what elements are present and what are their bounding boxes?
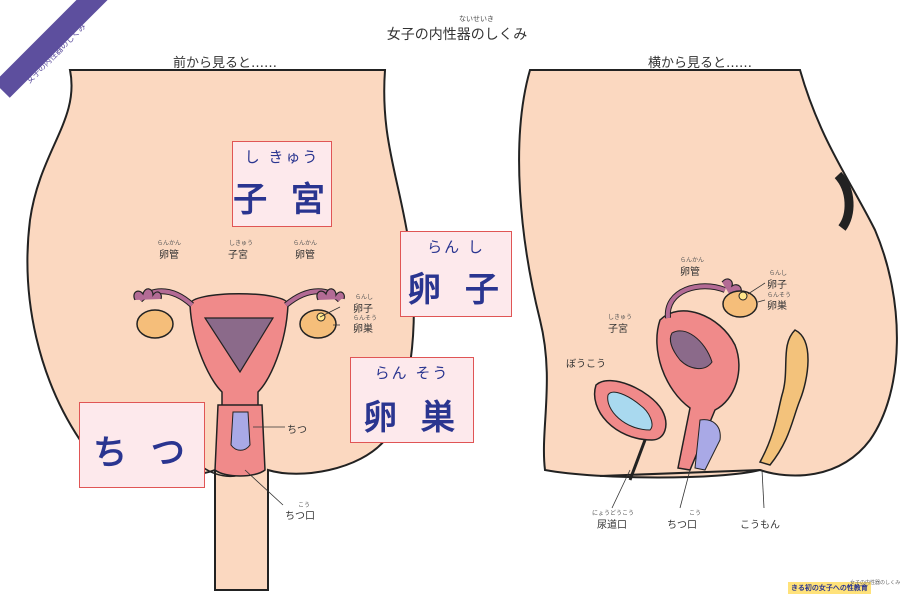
front-vagina-opening-ruby: こう — [298, 502, 311, 509]
front-oviduct-right-label: 卵管 — [295, 250, 315, 261]
side-uterus-label: 子宮 — [608, 324, 628, 335]
overlay-ovary-text: 卵 巣 — [363, 398, 461, 438]
side-urethra-label: 尿道口 — [597, 520, 627, 531]
overlay-egg-ruby: らん し — [427, 238, 485, 256]
side-vagina-opening-label: ちつ口 — [667, 520, 697, 531]
overlay-uterus-box: し きゅう 子 宮 — [232, 141, 332, 227]
side-egg-label: 卵子 — [767, 280, 787, 291]
side-uterus-ruby: しきゅう — [608, 314, 633, 321]
front-egg-ruby: らんし — [355, 294, 374, 301]
side-ovary — [722, 290, 758, 318]
side-oviduct-label: 卵管 — [680, 267, 700, 278]
front-uterus-label: 子宮 — [228, 250, 248, 261]
front-ovary-right — [299, 309, 337, 339]
side-ovary-label: 卵巣 — [767, 301, 787, 312]
side-view-caption: 横から見ると…… — [648, 56, 753, 71]
side-urethra-ruby: にょうどうこう — [592, 510, 635, 517]
front-oviduct-right-ruby: らんかん — [293, 240, 318, 247]
front-ovary-ruby: らんそう — [353, 315, 378, 322]
front-vagina-label: ちつ — [287, 425, 307, 436]
overlay-uterus-ruby: し きゅう — [244, 148, 320, 166]
side-ovary-ruby: らんそう — [767, 292, 792, 299]
side-bladder-label: ぼうこう — [566, 359, 606, 370]
page-title: 女子の内性器のしくみ — [386, 27, 528, 43]
side-vagina-opening-ruby: こう — [689, 510, 702, 517]
front-ovary-label: 卵巣 — [353, 324, 373, 335]
front-vagina-opening-label: ちつ口 — [285, 511, 315, 522]
overlay-vagina-text: ち つ — [93, 433, 191, 473]
front-egg-label: 卵子 — [353, 304, 373, 315]
overlay-vagina-box: ち つ — [79, 402, 205, 488]
overlay-ovary-box: らん そう 卵 巣 — [350, 357, 474, 443]
front-uterus-ruby: しきゅう — [229, 240, 254, 247]
side-egg-ruby: らんし — [769, 270, 788, 277]
side-anus-label: こうもん — [740, 520, 780, 531]
publisher-logo: きる初の女子への性教育 — [788, 582, 871, 594]
overlay-egg-text: 卵 子 — [407, 270, 505, 310]
front-oviduct-left-ruby: らんかん — [157, 240, 182, 247]
side-oviduct-ruby: らんかん — [680, 257, 705, 264]
overlay-uterus-text: 子 宮 — [233, 180, 331, 220]
front-view-caption: 前から見ると…… — [173, 56, 278, 71]
title-ruby: ないせいき — [459, 15, 494, 23]
corner-banner — [0, 0, 120, 120]
side-rectum — [758, 329, 809, 466]
publisher-logo-sub: 女子の内性器のしくみ — [850, 580, 901, 586]
front-oviduct-left-label: 卵管 — [159, 250, 179, 261]
front-ovary-left — [136, 309, 174, 339]
overlay-egg-box: らん し 卵 子 — [400, 231, 512, 317]
overlay-ovary-ruby: らん そう — [374, 364, 450, 382]
